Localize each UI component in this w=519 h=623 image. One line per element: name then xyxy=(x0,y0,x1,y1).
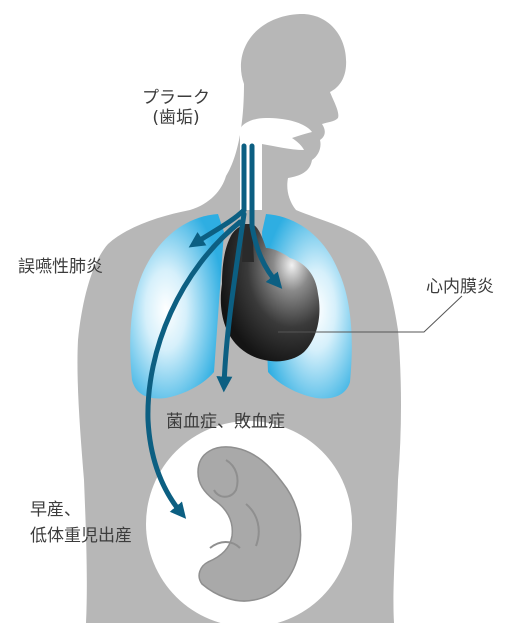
label-plaque-line2: (歯垢) xyxy=(136,108,216,128)
label-premature-birth: 早産、 低体重児出産 xyxy=(30,500,132,547)
label-bacteremia-sepsis: 菌血症、敗血症 xyxy=(166,412,285,432)
label-plaque: プラーク (歯垢) xyxy=(136,88,216,129)
label-premature-birth-line1: 早産、 xyxy=(30,500,132,520)
label-premature-birth-line2: 低体重児出産 xyxy=(30,526,132,546)
label-endocarditis: 心内膜炎 xyxy=(426,277,494,297)
label-aspiration-pneumonia: 誤嚥性肺炎 xyxy=(18,257,103,277)
label-plaque-line1: プラーク xyxy=(136,88,216,108)
